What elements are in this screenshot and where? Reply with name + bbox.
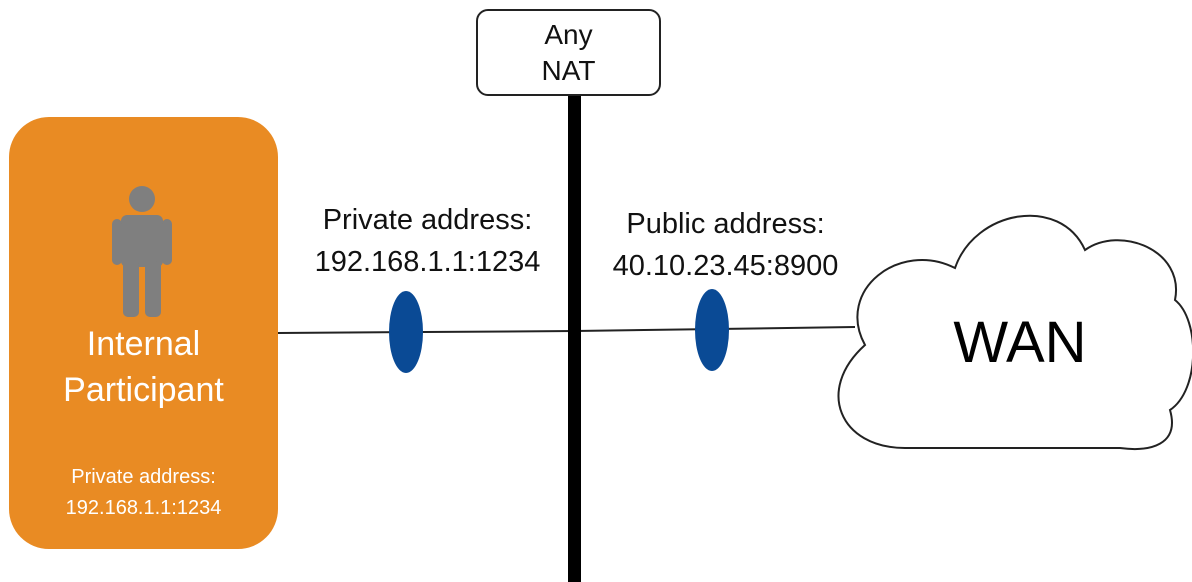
internal-participant-box: Internal Participant Private address: 19… <box>9 117 278 549</box>
nat-box-line1: Any <box>544 19 593 50</box>
nat-boundary-line <box>568 96 581 582</box>
private-address-value: 192.168.1.1:1234 <box>314 246 541 278</box>
participant-address-label: Private address: <box>71 466 216 488</box>
wan-cloud-icon <box>837 214 1192 450</box>
connection-line <box>277 330 576 334</box>
private-address-title: Private address: <box>322 204 533 236</box>
public-address-value: 40.10.23.45:8900 <box>612 250 839 282</box>
participant-title-line1: Internal <box>86 325 201 363</box>
participant-address: Private address: 192.168.1.1:1234 <box>9 462 278 524</box>
public-address-title: Public address: <box>626 208 825 240</box>
nat-box: Any NAT <box>476 9 661 96</box>
private-address-label: Private address: 192.168.1.1:1234 <box>290 199 565 283</box>
participant-address-value: 192.168.1.1:1234 <box>65 497 222 519</box>
nat-box-line2: NAT <box>541 55 596 86</box>
participant-title: Internal Participant <box>9 321 278 413</box>
public-endpoint-marker-icon <box>695 289 729 371</box>
public-address-label: Public address: 40.10.23.45:8900 <box>588 203 863 287</box>
participant-title-line2: Participant <box>63 371 224 409</box>
wan-label: WAN <box>953 310 1087 375</box>
person-icon <box>112 186 172 317</box>
private-endpoint-marker-icon <box>389 291 423 373</box>
